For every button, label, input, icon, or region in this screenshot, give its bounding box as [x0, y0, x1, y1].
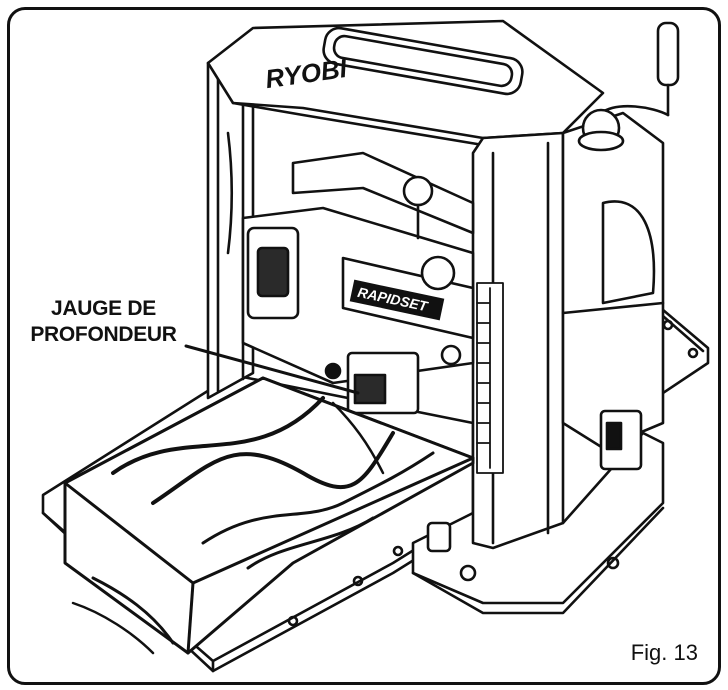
crank-handle [577, 21, 680, 152]
figure-frame: RYOBI RAPIDSET JAUGE DE PROFONDEUR Fig. … [7, 7, 721, 685]
callout-leader-line [184, 344, 360, 395]
figure-number-label: Fig. 13 [630, 640, 698, 665]
callout-line-2: PROFONDEUR [30, 323, 177, 346]
wood-board [63, 376, 475, 655]
callout-line-1: JAUGE DE [51, 297, 156, 320]
planer-illustration: RYOBI RAPIDSET [41, 19, 710, 673]
depth-gauge-callout: JAUGE DE PROFONDEUR [16, 296, 191, 348]
depth-scale [476, 282, 504, 474]
